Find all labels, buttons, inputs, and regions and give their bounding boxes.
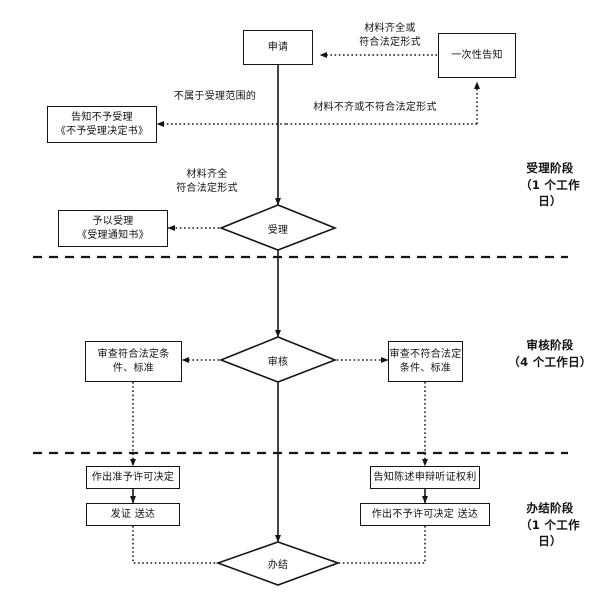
node-review-fail[interactable]: 审查不符合法定 条件、标准 bbox=[388, 341, 463, 382]
stage-label-accept: 受理阶段 （1 个工作 日） bbox=[520, 161, 580, 209]
node-apply[interactable]: 申请 bbox=[243, 30, 313, 65]
node-one-time-notice[interactable]: 一次性告知 bbox=[438, 33, 516, 78]
stage-label-review: 审核阶段 （4 个工作日） bbox=[508, 338, 592, 369]
node-reject-notice-label: 告知不予受理 《不予受理决定书》 bbox=[55, 112, 149, 137]
edge-label-not-in-scope: 不属于受理范围的 bbox=[173, 91, 257, 102]
node-rights-notice[interactable]: 告知陈述申辩听证权利 bbox=[370, 466, 480, 489]
edge-deny-to-finish bbox=[326, 526, 426, 567]
node-deny-decision-label: 作出不予许可决定 送达 bbox=[371, 508, 479, 520]
node-rights-notice-label: 告知陈述申辩听证权利 bbox=[373, 471, 477, 483]
node-apply-label: 申请 bbox=[267, 41, 289, 53]
node-issue-deliver[interactable]: 发证 送达 bbox=[86, 503, 180, 526]
edge-label-materials-complete-or-legal: 材料齐全或 符合法定形式 bbox=[359, 23, 421, 48]
node-review-pass[interactable]: 审查符合法定条 件、标准 bbox=[85, 341, 182, 382]
node-accept-notice-label: 予以受理 《受理通知书》 bbox=[76, 216, 150, 241]
node-review-pass-label: 审查符合法定条 件、标准 bbox=[97, 349, 170, 374]
edge-label-materials-complete: 材料齐全 符合法定形式 bbox=[176, 169, 238, 194]
node-grant-decision-label: 作出准予许可决定 bbox=[91, 471, 175, 483]
node-grant-decision[interactable]: 作出准予许可决定 bbox=[86, 466, 180, 489]
node-reject-notice[interactable]: 告知不予受理 《不予受理决定书》 bbox=[47, 106, 157, 143]
edge-issue-to-finish bbox=[132, 526, 232, 567]
node-accept-notice[interactable]: 予以受理 《受理通知书》 bbox=[58, 210, 168, 247]
node-issue-deliver-label: 发证 送达 bbox=[110, 508, 156, 520]
stage-label-finish: 办结阶段 （1 个工作 日） bbox=[520, 501, 580, 549]
node-deny-decision[interactable]: 作出不予许可决定 送达 bbox=[360, 503, 490, 526]
node-finish-label: 办结 bbox=[267, 560, 289, 571]
node-review-label: 审核 bbox=[267, 357, 289, 368]
edge-label-materials-incomplete: 材料不齐或不符合法定形式 bbox=[313, 102, 437, 113]
node-one-time-notice-label: 一次性告知 bbox=[451, 49, 503, 61]
node-accept-label: 受理 bbox=[267, 225, 289, 236]
node-review-fail-label: 审查不符合法定 条件、标准 bbox=[389, 349, 462, 374]
